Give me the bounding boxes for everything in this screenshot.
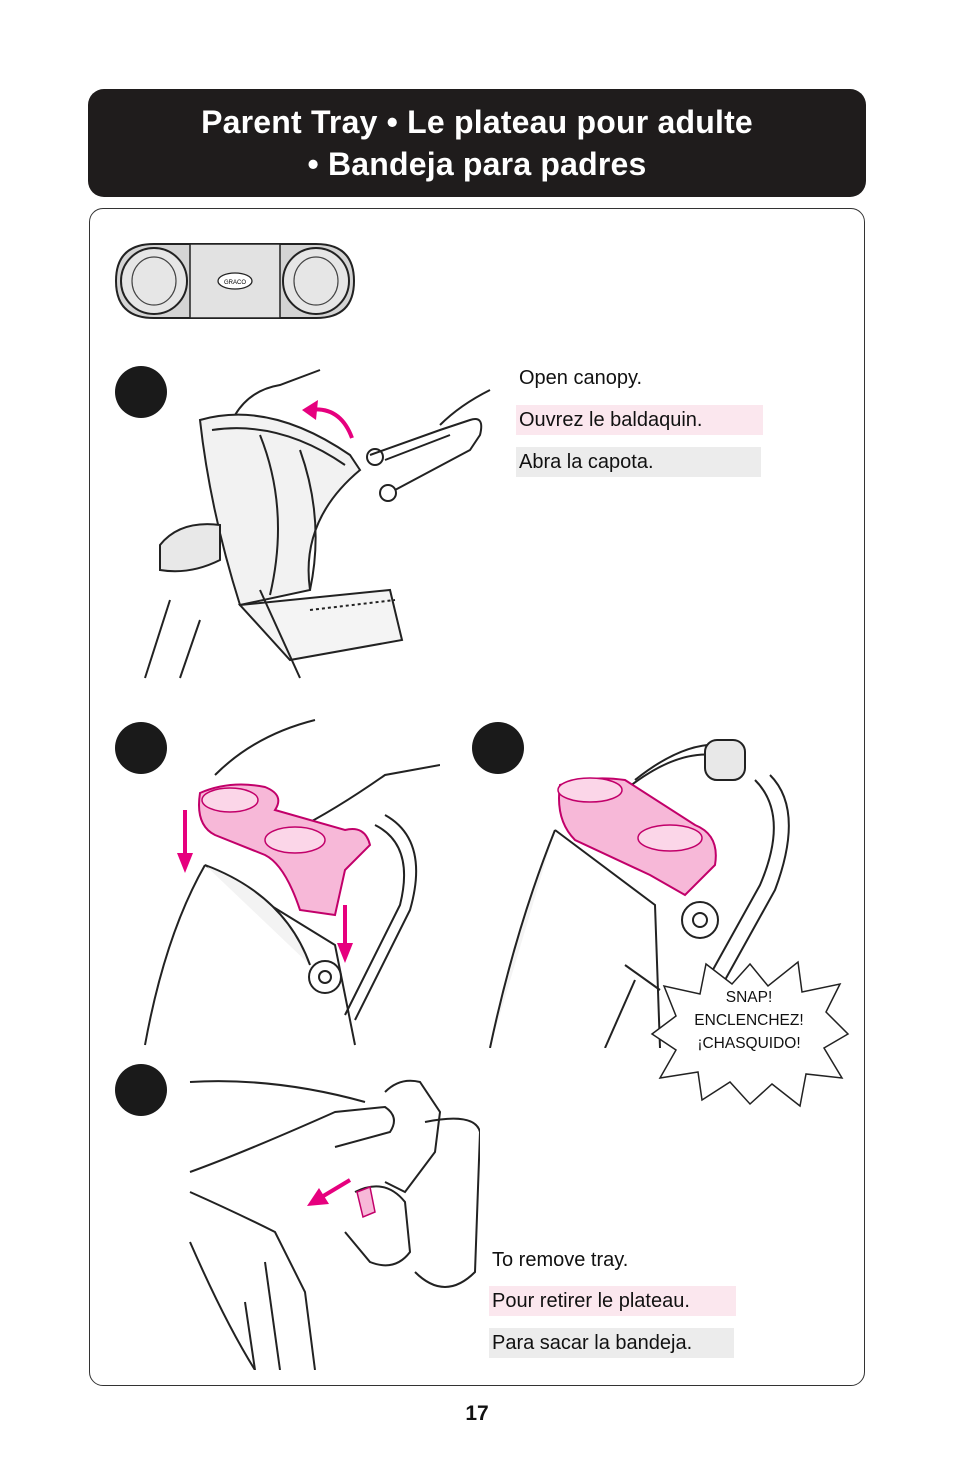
title-banner: Parent Tray • Le plateau pour adulte • B…: [88, 89, 866, 197]
snap-callout-line3: ¡CHASQUIDO!: [697, 1035, 801, 1052]
tray-placed-illustration: [144, 719, 440, 1046]
snap-callout-burst: [650, 960, 850, 1108]
stroller-open-canopy-illustration: [144, 369, 491, 679]
snap-callout-text: SNAP! ENCLENCHEZ! ¡CHASQUIDO!: [672, 986, 826, 1055]
step-4-marker: [115, 1064, 167, 1116]
step4-text-en: To remove tray.: [492, 1249, 629, 1271]
tray-removal-illustration: [189, 1079, 480, 1370]
step1-text-es: Abra la capota.: [516, 447, 761, 477]
tray-overview-illustration: GRACO: [114, 243, 356, 319]
snap-callout-line1: SNAP!: [725, 989, 773, 1006]
step1-text-fr: Ouvrez le baldaquin.: [516, 405, 763, 435]
title-line-1: Parent Tray • Le plateau pour adulte: [201, 104, 753, 140]
step4-text-fr: Pour retirer le plateau.: [489, 1286, 736, 1316]
tray-snapped-illustration: [489, 739, 790, 1048]
step1-text-en: Open canopy.: [519, 367, 643, 389]
step-2-marker: [115, 722, 167, 774]
tray-brand-mark: GRACO: [224, 280, 246, 286]
step4-text-es: Para sacar la bandeja.: [489, 1328, 734, 1358]
instructions-panel: [89, 208, 865, 1386]
step-3-marker: [472, 722, 524, 774]
snap-callout-line2: ENCLENCHEZ!: [694, 1012, 804, 1029]
page-number: 17: [465, 1402, 489, 1425]
title-line-2: • Bandeja para padres: [307, 146, 647, 182]
step-1-marker: [115, 366, 167, 418]
